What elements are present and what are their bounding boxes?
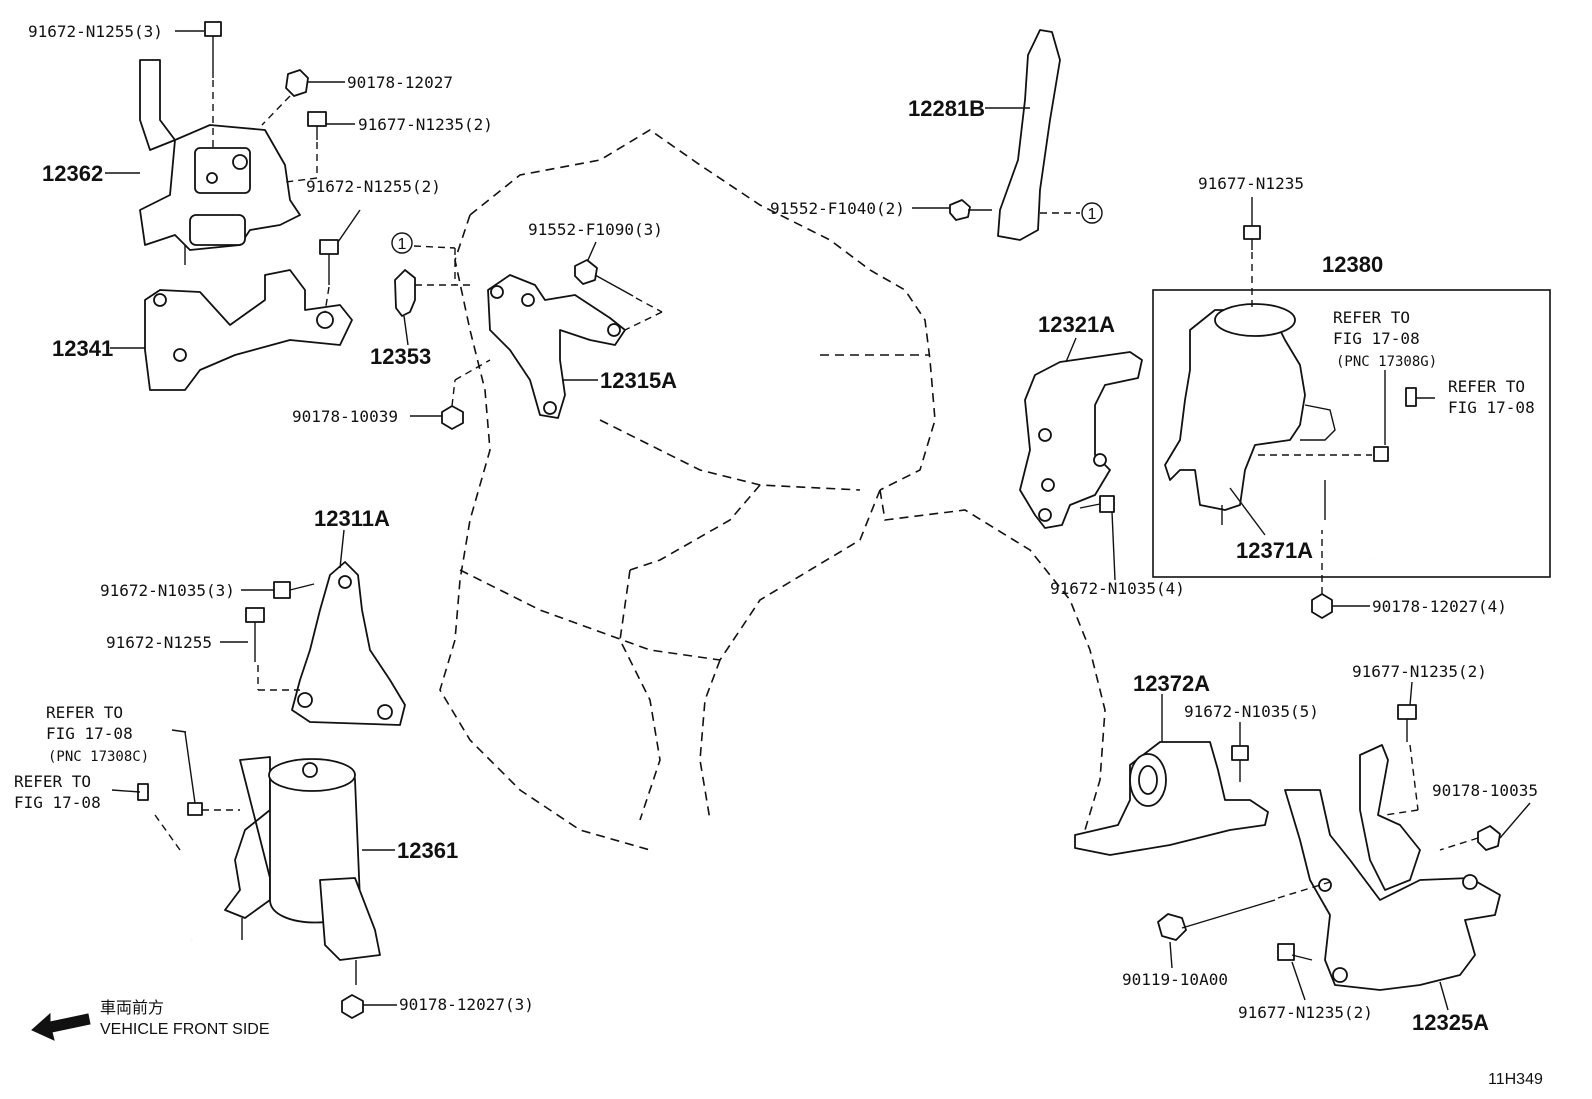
bracket-12353	[394, 269, 475, 317]
bolt-91677-N1235-2-upper	[1384, 704, 1419, 816]
label-12311A: 12311A	[314, 506, 390, 531]
label-12325A: 12325A	[1412, 1010, 1489, 1035]
label-90119-10A00: 90119-10A00	[1122, 970, 1228, 989]
label-90178-10035: 90178-10035	[1432, 781, 1538, 800]
callout-1-left-text: 1	[398, 236, 407, 253]
label-12380: 12380	[1322, 252, 1383, 277]
bracket-12321A	[1019, 351, 1143, 529]
bolt-91677-N1235-top	[285, 111, 327, 183]
refer-17308C-line2: FIG 17-08	[46, 724, 133, 743]
assembly-box-12380	[1152, 289, 1551, 578]
hose-17308C	[137, 731, 240, 953]
label-12371A: 12371A	[1236, 538, 1313, 563]
refer-17308C-line3: (PNC 17308C)	[48, 749, 149, 765]
front-caption-jp: 車両前方	[100, 999, 164, 1017]
label-91672-N1255-3: 91672-N1255(3)	[28, 22, 163, 41]
label-12315A: 12315A	[600, 368, 677, 393]
bracket-12311A	[291, 561, 406, 726]
label-90178-12027: 90178-12027	[347, 73, 453, 92]
nut-90178-10035	[1439, 825, 1501, 851]
label-12353: 12353	[370, 344, 431, 369]
label-91552-F1090-3: 91552-F1090(3)	[528, 220, 663, 239]
diagram-id: 11H349	[1488, 1071, 1543, 1088]
leader-lines	[105, 30, 1531, 1011]
label-91672-N1035-4: 91672-N1035(4)	[1050, 579, 1185, 598]
bracket-12315A	[487, 274, 626, 419]
bracket-12281B: 1	[997, 29, 1103, 241]
label-91677-N1235-12380: 91677-N1235	[1198, 174, 1304, 193]
bolt-91672-N1255-2	[319, 239, 339, 313]
bolt-90119-10A00	[1157, 881, 1331, 941]
refer-right-line2: FIG 17-08	[1448, 398, 1535, 417]
refer-17308G-line2: FIG 17-08	[1333, 329, 1420, 348]
nut-90178-12027-top	[261, 69, 309, 126]
callout-1-left: 1	[391, 232, 456, 285]
label-91672-N1035-3: 91672-N1035(3)	[100, 581, 235, 600]
label-91677-N1235-2-lower: 91677-N1235(2)	[1238, 1003, 1373, 1022]
refer-17308C-line1: REFER TO	[46, 703, 123, 722]
label-12372A: 12372A	[1133, 671, 1210, 696]
bolt-91672-N1035-3	[273, 581, 315, 599]
bolt-91672-N1035-4	[1079, 495, 1115, 513]
label-12321A: 12321A	[1038, 312, 1115, 337]
label-90178-10039: 90178-10039	[292, 407, 398, 426]
refer-right-line1: REFER TO	[1448, 377, 1525, 396]
label-12362: 12362	[42, 161, 103, 186]
bracket-12325A	[1284, 744, 1501, 991]
label-90178-12027-3: 90178-12027(3)	[399, 995, 534, 1014]
refer-17308G-line1: REFER TO	[1333, 308, 1410, 327]
bolt-91672-N1255-top	[204, 21, 222, 150]
bracket-12341	[144, 269, 353, 391]
engine-assembly-outline	[439, 129, 1106, 851]
label-90178-12027-4: 90178-12027(4)	[1372, 597, 1507, 616]
bolt-91677-N1235-2-lower	[1277, 943, 1313, 961]
hose-17308G	[1362, 370, 1417, 561]
label-12361: 12361	[397, 838, 458, 863]
refer-17308G-line3: (PNC 17308G)	[1336, 354, 1437, 370]
label-91672-N1255-2: 91672-N1255(2)	[306, 177, 441, 196]
engine-mount-12362	[139, 59, 301, 265]
mount-12372A	[1074, 741, 1269, 856]
front-caption-en: VEHICLE FRONT SIDE	[100, 1021, 270, 1038]
bolt-91672-N1255-mid	[245, 607, 300, 691]
vehicle-front-arrow-icon	[31, 1012, 91, 1041]
label-91677-N1235-2-top: 91677-N1235(2)	[358, 115, 493, 134]
label-91672-N1255: 91672-N1255	[106, 633, 212, 652]
label-12281B: 12281B	[908, 96, 985, 121]
refer-left-line2: FIG 17-08	[14, 793, 101, 812]
mount-12371A	[1164, 303, 1372, 525]
bolt-91672-N1035-5	[1231, 745, 1249, 782]
label-91677-N1235-2-upper: 91677-N1235(2)	[1352, 662, 1487, 681]
label-12341: 12341	[52, 336, 113, 361]
part-labels: 91672-N1255(3) 90178-12027 91677-N1235(2…	[14, 22, 1543, 1088]
label-91672-N1035-5: 91672-N1035(5)	[1184, 702, 1319, 721]
label-91552-F1040-2: 91552-F1040(2)	[770, 199, 905, 218]
nut-90178-12027-4	[1311, 530, 1333, 619]
refer-left-line1: REFER TO	[14, 772, 91, 791]
mount-12361	[224, 756, 381, 985]
bolt-91677-N1235-12380	[1243, 225, 1261, 310]
callout-1-right-text: 1	[1088, 206, 1097, 223]
bolt-91552-F1090	[574, 259, 663, 331]
nut-90178-10039	[441, 359, 491, 430]
bolt-91552-F1040	[949, 199, 992, 221]
nut-90178-12027-3	[341, 994, 364, 1019]
